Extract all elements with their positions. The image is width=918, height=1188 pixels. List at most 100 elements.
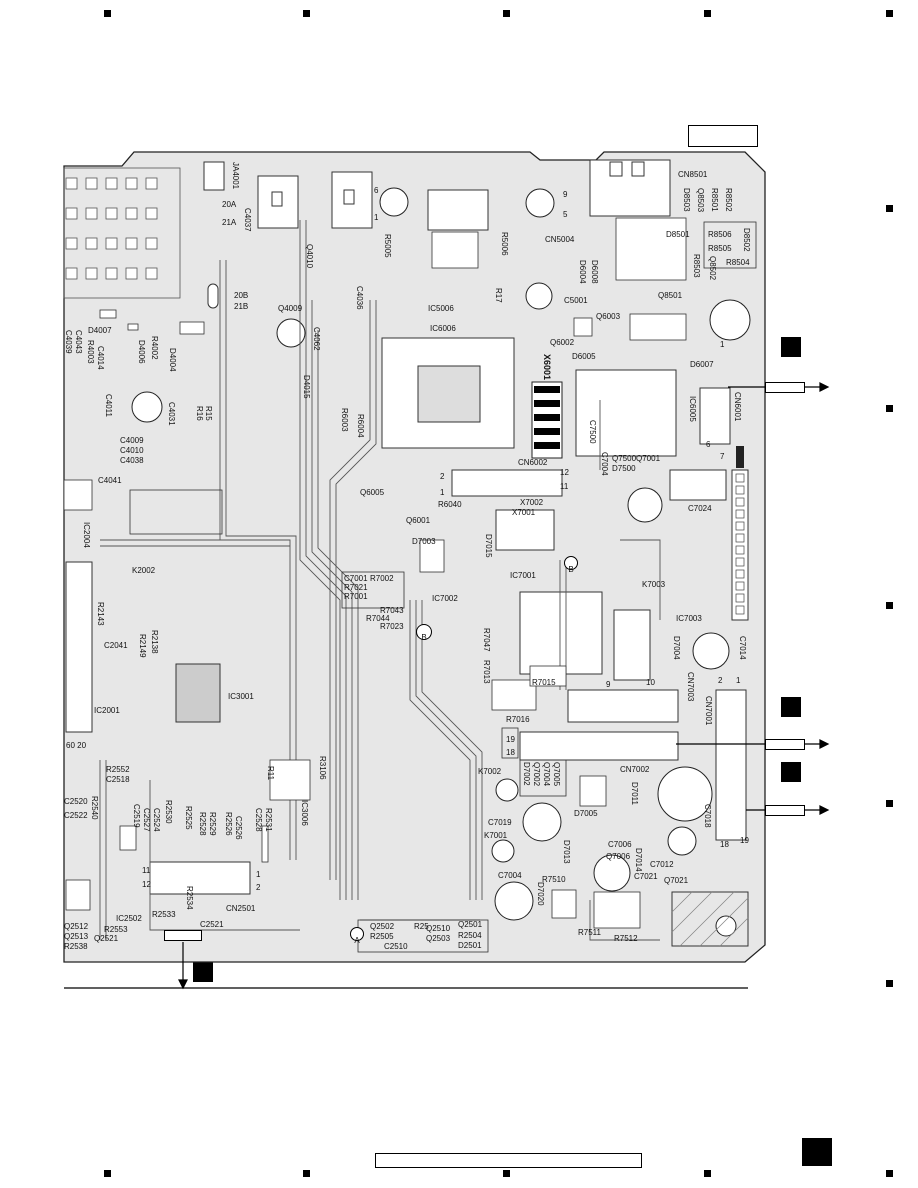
- label-r2533: R2533: [152, 910, 176, 919]
- label-d8503: D8503: [682, 188, 691, 212]
- label-ic2004: IC2004: [82, 522, 91, 548]
- label-r2525: R2525: [184, 806, 193, 830]
- label-q7002: Q7002: [532, 762, 541, 787]
- label-c7018: C7018: [703, 804, 712, 828]
- label-r2552: R2552: [106, 765, 130, 774]
- label-ic2001: IC2001: [94, 706, 120, 715]
- marker-block: [193, 962, 213, 982]
- label-pin1c: 1: [440, 488, 445, 497]
- label-r2534: R2534: [185, 886, 194, 910]
- label-r4002: R4002: [150, 336, 159, 360]
- label-q4009: Q4009: [278, 304, 303, 313]
- label-r8502: R8502: [724, 188, 733, 212]
- label-r7013: R7013: [482, 660, 491, 684]
- label-r7511: R7511: [578, 928, 601, 937]
- label-20b: 20B: [234, 291, 249, 300]
- label-d7005: D7005: [574, 809, 598, 818]
- label-q6003: Q6003: [596, 312, 621, 321]
- label-r2504: R2504: [458, 931, 482, 940]
- label-r4003: R4003: [86, 340, 95, 364]
- label-r7002: R7002: [370, 574, 394, 583]
- label-21b: 21B: [234, 302, 249, 311]
- label-r2138: R2138: [150, 630, 159, 654]
- label-6020: 60 20: [66, 741, 87, 750]
- label-q2521: Q2521: [94, 934, 119, 943]
- label-q7001: Q7001: [636, 454, 661, 463]
- label-r2540: R2540: [90, 796, 99, 820]
- label-c7004b: C7004: [498, 871, 522, 880]
- registration-mark: [303, 10, 310, 17]
- label-c2041: C2041: [104, 641, 128, 650]
- label-r6040: R6040: [438, 500, 462, 509]
- label-c7004: C7004: [600, 452, 609, 476]
- registration-mark: [104, 10, 111, 17]
- label-ic7002: IC7002: [432, 594, 458, 603]
- label-c5001: C5001: [564, 296, 588, 305]
- label-r7043: R7043: [380, 606, 404, 615]
- label-q2512: Q2512: [64, 922, 89, 931]
- label-r8506: R8506: [708, 230, 732, 239]
- label-pin1d: 1: [736, 676, 741, 685]
- registration-mark: [886, 800, 893, 807]
- registration-mark: [303, 1170, 310, 1177]
- registration-mark: [704, 1170, 711, 1177]
- label-r2553: R2553: [104, 925, 128, 934]
- label-ic3006: IC3006: [300, 800, 309, 826]
- label-cn6002: CN6002: [518, 458, 548, 467]
- label-r7044: R7044: [366, 614, 390, 623]
- registration-mark: [886, 1170, 893, 1177]
- label-r2149: R2149: [138, 634, 147, 658]
- signal-arrow-box: [765, 739, 805, 750]
- label-pin19: 19: [506, 735, 515, 744]
- label-cn7003: CN7003: [686, 672, 695, 702]
- page-corner-block: [802, 1138, 832, 1166]
- label-d8501: D8501: [666, 230, 690, 239]
- label-c2510: C2510: [384, 942, 408, 951]
- label-ja4001: JA4001: [231, 162, 240, 190]
- label-r17: R17: [494, 288, 503, 303]
- label-r7512: R7512: [614, 934, 638, 943]
- label-c2522: C2522: [64, 811, 88, 820]
- label-q8503: Q8503: [696, 188, 705, 213]
- label-r5005: R5005: [383, 234, 392, 258]
- reference-point-b2: B: [564, 556, 578, 574]
- registration-mark: [503, 10, 510, 17]
- label-pin5: 5: [563, 210, 568, 219]
- label-ic3001: IC3001: [228, 692, 254, 701]
- registration-mark: [886, 10, 893, 17]
- registration-mark: [886, 980, 893, 987]
- label-q7006: Q7006: [606, 852, 631, 861]
- registration-mark: [503, 1170, 510, 1177]
- label-d4015: D4015: [302, 375, 311, 399]
- label-r2531: R2531: [264, 808, 273, 832]
- label-pin11b: 11: [142, 866, 151, 875]
- label-pin12: 12: [560, 468, 569, 477]
- label-pin1e: 1: [256, 870, 261, 879]
- label-21a: 21A: [222, 218, 237, 227]
- label-d2501: D2501: [458, 941, 482, 950]
- label-q7004: Q7004: [542, 762, 551, 787]
- label-c7001: C7001: [344, 574, 368, 583]
- label-pin6b: 6: [706, 440, 711, 449]
- label-r6004: R6004: [356, 414, 365, 438]
- label-d7011: D7011: [630, 782, 639, 805]
- registration-mark: [886, 602, 893, 609]
- label-cn5004: CN5004: [545, 235, 575, 244]
- signal-arrow-box: [164, 930, 202, 941]
- reference-point-label: B: [568, 565, 574, 574]
- label-r8504: R8504: [726, 258, 750, 267]
- label-c4043: C4043: [74, 330, 83, 354]
- reference-point-label: B: [421, 633, 427, 642]
- label-r2143: R2143: [96, 602, 105, 626]
- label-c7500: C7500: [588, 420, 597, 444]
- signal-arrow-box: [765, 805, 805, 816]
- label-q2502: Q2502: [370, 922, 395, 931]
- label-x7002: X7002: [520, 498, 544, 507]
- label-q8502: Q8502: [708, 256, 717, 281]
- label-c2518: C2518: [106, 775, 130, 784]
- label-d6008: D6008: [590, 260, 599, 284]
- label-d4007: D4007: [88, 326, 112, 335]
- label-d4006: D4006: [137, 340, 146, 364]
- label-c4062: C4062: [312, 327, 321, 351]
